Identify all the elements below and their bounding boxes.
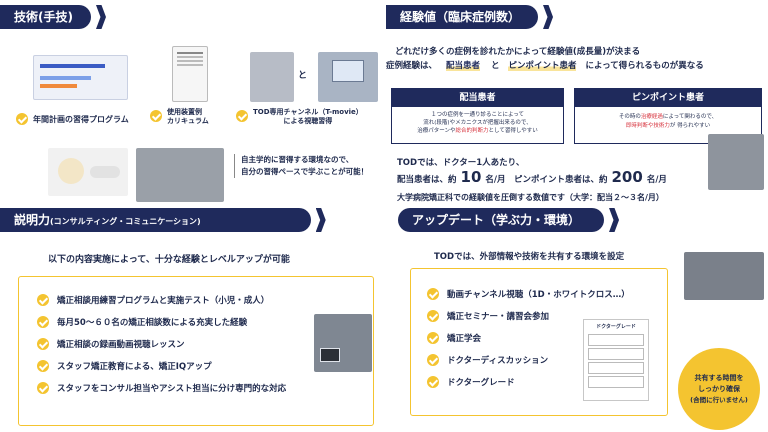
t-movie-photo-1 — [250, 52, 294, 102]
stats-line-2: 配当患者は、約 10 名/月 ピンポイント患者は、約 200 名/月 — [397, 168, 667, 186]
explanation-lead: 以下の内容実施によって、十分な経験とレベルアップが可能 — [48, 255, 290, 265]
doctor-grade-document: ドクターグレード — [583, 319, 649, 401]
assigned-patient-box: 配当患者 １つの症例を一通り診ることによって 流れ(段階)やメカニクスが把握出来… — [391, 88, 564, 144]
list-item: 毎月50～６０名の矯正相談数による充実した経験 — [37, 311, 286, 333]
list-item: 矯正セミナー・講習会参加 — [427, 305, 630, 327]
check-icon — [236, 110, 248, 122]
stats-line-1: TODでは、ドクター1人あたり、 — [397, 158, 525, 168]
check-icon — [150, 110, 162, 122]
pinpoint-count: 200 — [611, 168, 643, 186]
explanation-list-box: 矯正相談用練習プログラムと実施テスト（小児・成人） 毎月50～６０名の矯正相談数… — [18, 276, 374, 426]
patient-type-2: ピンポイント患者 — [508, 61, 577, 71]
list-item: ドクターディスカッション — [427, 349, 630, 371]
check-icon — [37, 360, 49, 372]
pinpoint-patient-title: ピンポイント患者 — [575, 89, 761, 107]
list-item: スタッフ矯正教育による、矯正IQアップ — [37, 355, 286, 377]
check-icon — [427, 310, 439, 322]
check-icon — [37, 316, 49, 328]
self-learning-note: 自主学的に習得する環境なので、 自分の習得ペースで学ぶことが可能！ — [234, 154, 374, 178]
explanation-header: 説明力(コンサルティング・コミュニケーション) — [0, 208, 326, 232]
technique-title: 技術(手技) — [0, 5, 91, 29]
list-item: スタッフをコンサル担当やアシスト担当に分け専門的な対応 — [37, 377, 286, 399]
experience-header: 経験値（臨床症例数） — [386, 5, 554, 29]
chevron-icon — [315, 208, 326, 232]
check-icon — [37, 294, 49, 306]
clinic-photo — [708, 134, 764, 190]
and-text: と — [298, 71, 308, 81]
seminar-photo — [684, 252, 764, 300]
list-item: 矯正相談用練習プログラムと実施テスト（小児・成人） — [37, 289, 286, 311]
check-icon — [37, 382, 49, 394]
check-icon — [16, 113, 28, 125]
chevron-icon — [95, 5, 106, 29]
annual-plan-image — [33, 55, 128, 100]
list-item: 矯正学会 — [427, 327, 630, 349]
experience-line-2: 症例経験は、 配当患者 と ピンポイント患者 によって得られるものが異なる — [386, 61, 704, 71]
assigned-patient-title: 配当患者 — [392, 89, 563, 107]
time-secured-badge: 共有する時間を しっかり確保 (合間に行いません) — [678, 348, 760, 430]
check-icon — [427, 376, 439, 388]
technique-item-label: TOD専用チャンネル（T-movie） による視聴習得 — [253, 108, 363, 125]
explanation-title: 説明力(コンサルティング・コミュニケーション) — [0, 208, 311, 232]
patient-type-1: 配当患者 — [445, 61, 480, 71]
check-icon — [37, 338, 49, 350]
update-title: アップデート（学ぶ力・環境） — [398, 208, 605, 232]
experience-title: 経験値（臨床症例数） — [386, 5, 539, 29]
technique-item-1: 年間計画の習得プログラム — [16, 113, 129, 125]
update-header: アップデート（学ぶ力・環境） — [398, 208, 620, 232]
check-icon — [427, 288, 439, 300]
technique-item-3: TOD専用チャンネル（T-movie） による視聴習得 — [236, 108, 363, 126]
check-icon — [427, 354, 439, 366]
technique-item-2: 使用装置例 カリキュラム — [150, 108, 209, 126]
list-item: 矯正相談の録画動画視聴レッスン — [37, 333, 286, 355]
update-list-box: 動画チャンネル視聴（1D・ホワイトクロス…） 矯正セミナー・講習会参加 矯正学会… — [410, 268, 668, 416]
check-icon — [427, 332, 439, 344]
pinpoint-patient-box: ピンポイント患者 その時の治療経過によって関わるので、 即時判断や技術力が 得ら… — [574, 88, 762, 144]
technique-header: 技術(手技) — [0, 5, 106, 29]
technique-item-label: 年間計画の習得プログラム — [33, 114, 129, 124]
list-item: 動画チャンネル視聴（1D・ホワイトクロス…） — [427, 283, 630, 305]
list-item: ドクターグレード — [427, 371, 630, 393]
assigned-count: 10 — [460, 168, 482, 186]
consultation-photo — [314, 314, 372, 372]
chevron-icon — [543, 5, 554, 29]
curriculum-document-image — [172, 46, 208, 102]
t-movie-photo-2 — [318, 52, 378, 102]
update-lead: TODでは、外部情報や技術を共有する環境を設定 — [434, 252, 625, 262]
chevron-icon — [609, 208, 620, 232]
technique-item-label: 使用装置例 カリキュラム — [167, 108, 209, 125]
dental-tools-image — [48, 148, 128, 196]
practice-photo — [136, 148, 224, 202]
experience-line-1: どれだけ多くの症例を診れたかによって経験値(成長量)が決まる — [395, 47, 641, 57]
stats-line-3: 大学病院矯正科での経験値を圧倒する数値です（大学：配当２～３名/月） — [397, 193, 664, 202]
